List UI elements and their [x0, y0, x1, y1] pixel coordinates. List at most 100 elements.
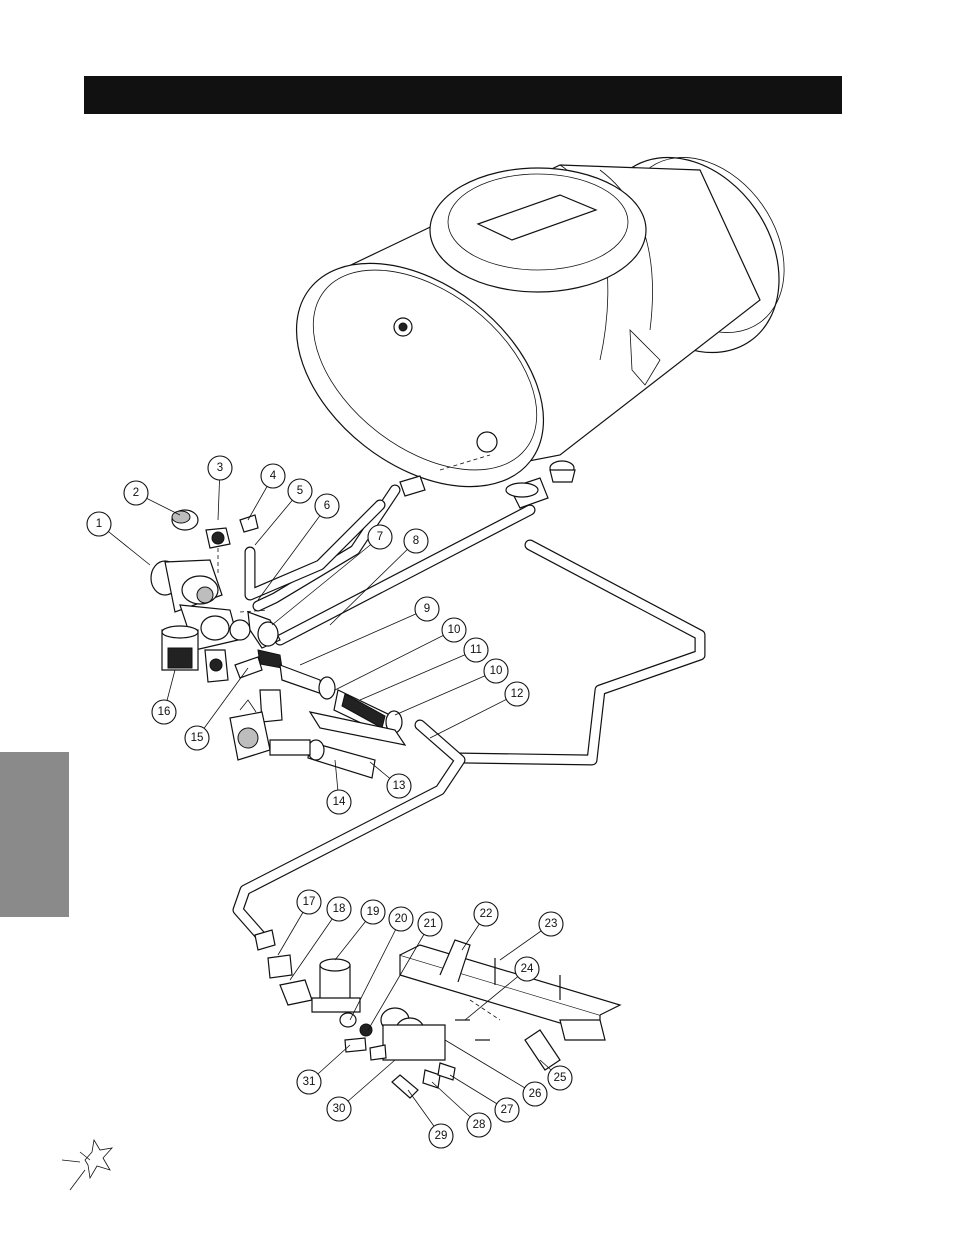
callout-24: 24	[514, 956, 540, 982]
callout-number: 27	[501, 1104, 514, 1116]
callout-18: 18	[326, 896, 352, 922]
callout-leader	[334, 629, 455, 691]
callout-number: 22	[480, 908, 493, 920]
callout-leader	[359, 649, 477, 701]
callout-28: 28	[466, 1112, 492, 1138]
callout-13: 13	[386, 773, 412, 799]
callout-leader	[289, 908, 340, 981]
callout-leader	[257, 505, 328, 601]
callout-circle	[466, 1112, 492, 1138]
callout-number: 28	[473, 1119, 486, 1131]
hose-lines	[232, 484, 706, 941]
callout-circle	[473, 901, 499, 927]
callout-27: 27	[494, 1097, 520, 1123]
callout-circle	[414, 596, 440, 622]
callout-leader	[429, 693, 518, 739]
callout-number: 23	[545, 918, 558, 930]
callout-number: 24	[521, 963, 534, 975]
callout-14: 14	[326, 789, 352, 815]
callout-circle	[207, 455, 233, 481]
callout-circle	[326, 896, 352, 922]
callout-circle	[326, 1096, 352, 1122]
callout-leader	[464, 968, 528, 1021]
callout-7: 7	[367, 524, 393, 550]
callout-circle	[428, 1123, 454, 1149]
callout-circle	[441, 617, 467, 643]
callout-leader	[444, 1039, 536, 1095]
strainer-assembly	[229, 664, 407, 779]
callout-25: 25	[547, 1065, 573, 1091]
callout-21: 21	[417, 911, 443, 937]
callout-circle	[538, 911, 564, 937]
callout-4: 4	[260, 463, 286, 489]
callout-number: 25	[554, 1072, 567, 1084]
callout-number: 26	[529, 1088, 542, 1100]
callout-30: 30	[326, 1096, 352, 1122]
callout-1: 1	[86, 511, 112, 537]
callout-leader	[196, 667, 249, 739]
callout-circle	[296, 1069, 322, 1095]
spray-tank	[295, 156, 785, 509]
section-header-bar	[84, 76, 842, 114]
callout-number: 16	[158, 706, 171, 718]
callout-number: 5	[297, 485, 303, 497]
callout-20: 20	[388, 906, 414, 932]
callout-3: 3	[207, 455, 233, 481]
callout-number: 6	[324, 500, 330, 512]
side-section-tab	[0, 752, 69, 917]
callout-10: 10	[483, 658, 509, 684]
callout-number: 21	[424, 918, 437, 930]
callout-number: 10	[490, 665, 503, 677]
callout-8: 8	[403, 528, 429, 554]
callout-17: 17	[296, 889, 322, 915]
callout-leader	[367, 923, 431, 1031]
callout-circle	[388, 906, 414, 932]
star-logo-icon	[61, 1138, 114, 1191]
callout-number: 17	[303, 896, 316, 908]
callout-leader	[349, 918, 402, 1021]
callout-circle	[522, 1081, 548, 1107]
callout-leader	[394, 670, 497, 716]
callout-23: 23	[538, 911, 564, 937]
callout-number: 9	[424, 603, 430, 615]
callout-16: 16	[151, 699, 177, 725]
callout-number: 12	[511, 688, 524, 700]
callout-circle	[367, 524, 393, 550]
callout-2: 2	[123, 480, 149, 506]
callout-circle	[417, 911, 443, 937]
callout-circle	[123, 480, 149, 506]
callout-circle	[314, 493, 340, 519]
callout-circle	[463, 637, 489, 663]
callout-circle	[504, 681, 530, 707]
callout-leader	[271, 536, 381, 626]
callout-circle	[483, 658, 509, 684]
callout-circle	[326, 789, 352, 815]
callout-19: 19	[360, 899, 386, 925]
callout-26: 26	[522, 1081, 548, 1107]
callout-31: 31	[296, 1069, 322, 1095]
callout-circle	[494, 1097, 520, 1123]
callout-22: 22	[473, 901, 499, 927]
callout-circle	[547, 1065, 573, 1091]
callout-circle	[403, 528, 429, 554]
callout-number: 2	[133, 487, 139, 499]
callout-circle	[386, 773, 412, 799]
callout-number: 15	[191, 732, 204, 744]
callout-number: 3	[217, 462, 223, 474]
callout-number: 7	[377, 531, 383, 543]
callout-circle	[360, 899, 386, 925]
callout-circle	[184, 725, 210, 751]
callout-circle	[296, 889, 322, 915]
callout-number: 11	[470, 644, 482, 656]
valve-assembly	[150, 509, 283, 683]
callout-9: 9	[414, 596, 440, 622]
callout-number: 18	[333, 903, 346, 915]
callout-leader	[329, 540, 417, 626]
callout-29: 29	[428, 1123, 454, 1149]
callout-number: 10	[448, 624, 461, 636]
callout-number: 8	[413, 535, 419, 547]
callout-number: 14	[333, 796, 346, 808]
callout-circle	[514, 956, 540, 982]
